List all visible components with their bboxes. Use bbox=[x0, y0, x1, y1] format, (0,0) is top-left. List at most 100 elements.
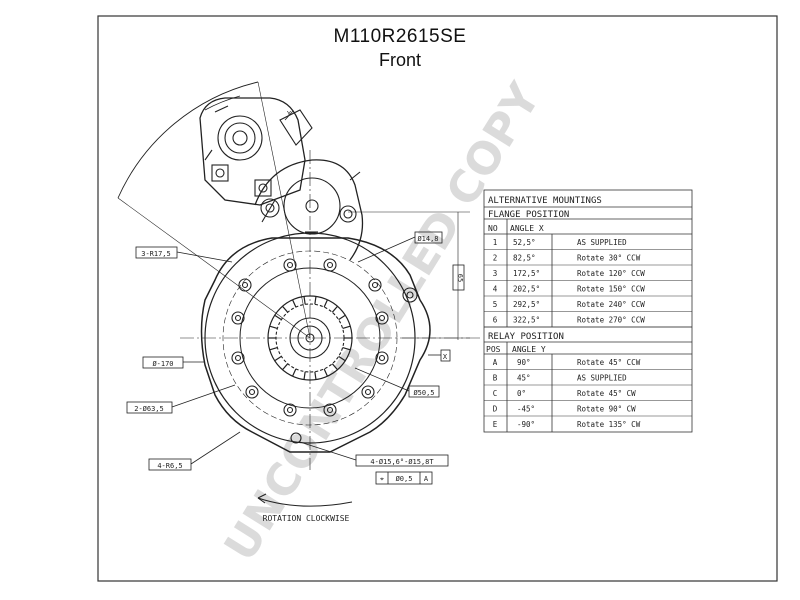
gear-tooth bbox=[292, 299, 297, 308]
callout-box-d63 bbox=[126, 401, 173, 414]
label-bolt: 4-Ø15,6°-Ø15,8T bbox=[370, 458, 434, 466]
label-tolerance: Ø0,5 bbox=[396, 475, 413, 483]
gear-tooth bbox=[303, 371, 306, 380]
flange-row-no: 3 bbox=[493, 269, 498, 278]
gear-tooth bbox=[331, 305, 338, 313]
gear-tooth bbox=[331, 363, 338, 371]
label-r6-5: 4-R6,5 bbox=[157, 462, 182, 470]
label-y: Y bbox=[287, 110, 292, 118]
relay-row-note: Rotate 45° CW bbox=[577, 389, 636, 398]
flange-row-no: 4 bbox=[493, 285, 498, 294]
relay-row-pos: B bbox=[493, 374, 498, 383]
motor-housing-top bbox=[254, 159, 364, 261]
callout-box-d50 bbox=[408, 385, 440, 398]
relay-section-title: RELAY POSITION bbox=[488, 332, 564, 342]
rotation-label: ROTATION CLOCKWISE bbox=[263, 514, 350, 523]
gear-teeth bbox=[268, 296, 352, 380]
solenoid-assembly bbox=[199, 97, 313, 218]
label-d14-8: Ø14,8 bbox=[417, 235, 438, 243]
rotation-arrow bbox=[257, 493, 353, 507]
gear-tooth bbox=[323, 299, 328, 308]
table-border bbox=[483, 189, 693, 433]
flange-row-no: 1 bbox=[493, 238, 498, 247]
alternative-mountings-table: ALTERNATIVE MOUNTINGS FLANGE POSITION NO… bbox=[483, 189, 693, 433]
bolt-holes bbox=[231, 258, 418, 444]
relay-row-note: Rotate 135° CW bbox=[577, 420, 641, 429]
drawing-title: M110R2615SE bbox=[333, 26, 467, 47]
gear-tooth bbox=[292, 368, 297, 377]
flange-row-angle: 292,5° bbox=[513, 300, 540, 309]
gear-tooth bbox=[303, 296, 306, 305]
relay-row-angle: 0° bbox=[517, 389, 526, 398]
callout-box-r6 bbox=[148, 458, 192, 471]
callout-box-x bbox=[440, 349, 451, 362]
gear-tooth bbox=[342, 347, 351, 351]
relay-row-angle: 90° bbox=[517, 358, 531, 367]
drawing-subtitle: Front bbox=[378, 50, 421, 70]
label-65: 65 bbox=[456, 274, 464, 282]
flange-row-angle: 172,5° bbox=[513, 269, 540, 278]
position-symbol: ⌖ bbox=[380, 475, 384, 483]
flange-col-no: NO bbox=[488, 224, 498, 233]
watermark-text: UNCONTROLLED COPY bbox=[215, 74, 551, 570]
flange-col-angle: ANGLE X bbox=[510, 224, 544, 233]
angle-leader-a bbox=[117, 197, 311, 339]
relay-row-angle: 45° bbox=[517, 374, 531, 383]
flange-row-angle: 52,5° bbox=[513, 238, 536, 247]
callout-box-bolt bbox=[355, 454, 449, 467]
relay-row-pos: A bbox=[493, 358, 498, 367]
table-header: ALTERNATIVE MOUNTINGS bbox=[488, 196, 602, 206]
gear-tooth bbox=[323, 368, 328, 377]
gear-tooth bbox=[282, 305, 289, 313]
gear-tooth bbox=[342, 325, 351, 329]
angle-x-arc bbox=[117, 81, 259, 199]
gear-tooth bbox=[338, 314, 346, 321]
flange-row-note: Rotate 150° CCW bbox=[577, 285, 645, 294]
gear-tooth bbox=[314, 296, 317, 305]
flange-row-no: 5 bbox=[493, 300, 498, 309]
flange-row-no: 6 bbox=[493, 316, 498, 325]
label-r17-5: 3-R17,5 bbox=[141, 250, 171, 258]
flange-row-note: Rotate 120° CCW bbox=[577, 269, 645, 278]
flange-row-angle: 82,5° bbox=[513, 254, 536, 263]
flange-section-title: FLANGE POSITION bbox=[488, 210, 569, 220]
flange-row-angle: 322,5° bbox=[513, 316, 540, 325]
flange-row-no: 2 bbox=[493, 254, 498, 263]
flange-row-note: AS SUPPLIED bbox=[577, 238, 627, 247]
gear-tooth bbox=[269, 347, 278, 351]
label-d50-5: Ø50,5 bbox=[413, 389, 434, 397]
callout-box-65 bbox=[452, 264, 465, 291]
callout-box-d14 bbox=[414, 231, 443, 244]
bolt-circle bbox=[222, 250, 398, 426]
flange-outline bbox=[200, 237, 431, 453]
relay-row-pos: C bbox=[493, 389, 498, 398]
flange-row-angle: 202,5° bbox=[513, 285, 540, 294]
relay-col-angle: ANGLE Y bbox=[512, 345, 546, 354]
label-x: X bbox=[443, 353, 448, 361]
flange-circle-inner bbox=[239, 267, 381, 409]
relay-row-note: Rotate 45° CCW bbox=[577, 358, 641, 367]
callout-box-r17 bbox=[135, 246, 178, 259]
tolerance-frame bbox=[375, 471, 433, 485]
label-d170: Ø-170 bbox=[152, 360, 173, 368]
flange-row-note: Rotate 240° CCW bbox=[577, 300, 645, 309]
label-d63-5: 2-Ø63,5 bbox=[134, 405, 164, 413]
angle-y-arc bbox=[204, 95, 241, 111]
relay-row-angle: -90° bbox=[517, 420, 535, 429]
relay-row-pos: D bbox=[493, 405, 498, 414]
callout-box-d170 bbox=[142, 356, 184, 369]
relay-row-angle: -45° bbox=[517, 405, 535, 414]
relay-row-note: AS SUPPLIED bbox=[577, 374, 627, 383]
gear-tooth bbox=[338, 355, 346, 362]
flange-row-note: Rotate 270° CCW bbox=[577, 316, 645, 325]
drawing-border bbox=[97, 15, 778, 582]
flange-row-note: Rotate 30° CCW bbox=[577, 254, 641, 263]
relay-col-pos: POS bbox=[486, 345, 501, 354]
gear-tooth bbox=[314, 371, 317, 380]
relay-row-note: Rotate 90° CW bbox=[577, 405, 636, 414]
gear-tooth bbox=[282, 363, 289, 371]
relay-row-pos: E bbox=[493, 420, 498, 429]
gear-tooth bbox=[274, 355, 282, 362]
gear-tooth bbox=[274, 314, 282, 321]
